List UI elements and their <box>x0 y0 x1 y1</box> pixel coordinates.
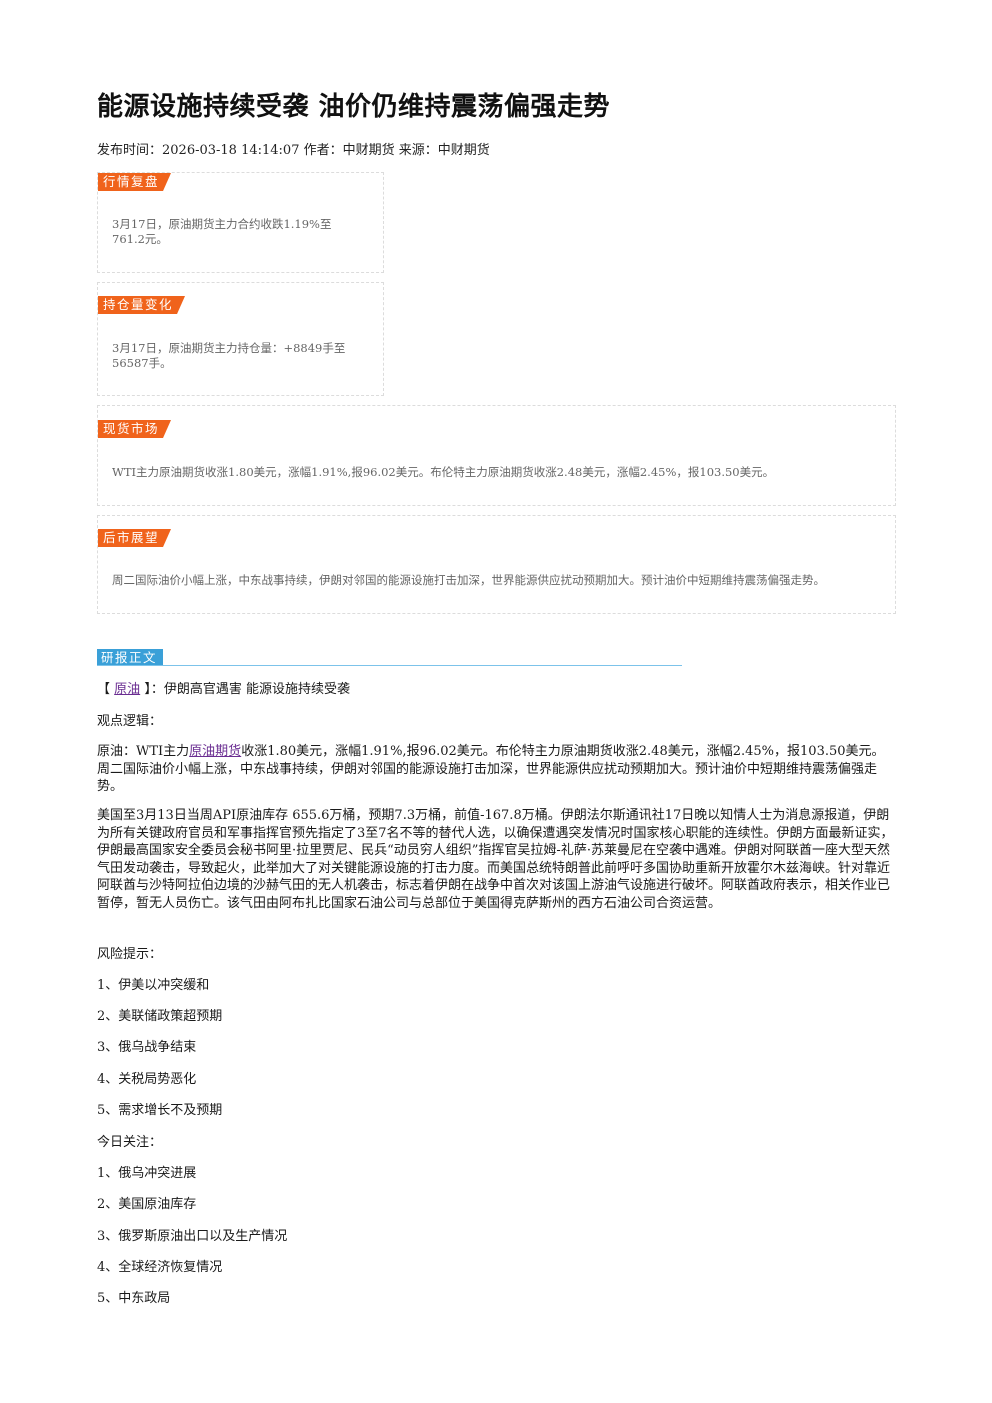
market-review-box: 行情复盘 3月17日，原油期货主力合约收跌1.19%至761.2元。 <box>97 172 384 273</box>
spot-market-box: 现货市场 WTI主力原油期货收涨1.80美元，涨幅1.91%,报96.02美元。… <box>97 405 896 506</box>
risk-item: 2、美联储政策超预期 <box>97 1009 223 1024</box>
risk-item: 3、俄乌战争结束 <box>97 1040 197 1055</box>
focus-item: 2、美国原油库存 <box>97 1197 197 1212</box>
focus-item: 3、俄罗斯原油出口以及生产情况 <box>97 1229 288 1244</box>
spot-market-text: WTI主力原油期货收涨1.80美元，涨幅1.91%,报96.02美元。布伦特主力… <box>112 465 775 479</box>
crude-oil-link[interactable]: 原油 <box>114 682 141 697</box>
report-section-divider <box>97 665 682 666</box>
risk-item: 4、关税局势恶化 <box>97 1072 197 1087</box>
report-paragraph-2: 美国至3月13日当周API原油库存 655.6万桶，预期7.3万桶，前值-167… <box>97 808 894 911</box>
spot-market-tag: 现货市场 <box>98 420 171 438</box>
article-meta: 发布时间：2026-03-18 14:14:07 作者：中财期货 来源：中财期货 <box>97 143 490 158</box>
open-interest-text: 3月17日，原油期货主力持仓量：+8849手至56587手。 <box>112 341 346 370</box>
report-paragraph-1: 原油：WTI主力原油期货收涨1.80美元，涨幅1.91%,报96.02美元。布伦… <box>97 744 885 794</box>
report-section-tag: 研报正文 <box>97 649 164 666</box>
page-title: 能源设施持续受袭 油价仍维持震荡偏强走势 <box>97 92 611 122</box>
outlook-box: 后市展望 周二国际油价小幅上涨，中东战事持续，伊朗对邻国的能源设施打击加深，世界… <box>97 515 896 614</box>
report-headline: 【 原油 】：伊朗高官遇害 能源设施持续受袭 <box>97 682 350 697</box>
risk-label: 风险提示： <box>97 947 163 962</box>
market-review-text: 3月17日，原油期货主力合约收跌1.19%至761.2元。 <box>112 217 332 246</box>
risk-item: 5、需求增长不及预期 <box>97 1103 223 1118</box>
focus-item: 5、中东政局 <box>97 1291 171 1306</box>
focus-item: 1、俄乌冲突进展 <box>97 1166 197 1181</box>
logic-label: 观点逻辑： <box>97 714 163 729</box>
open-interest-box: 持仓量变化 3月17日，原油期货主力持仓量：+8849手至56587手。 <box>97 282 384 396</box>
market-review-tag: 行情复盘 <box>98 173 171 191</box>
open-interest-tag: 持仓量变化 <box>98 296 185 314</box>
crude-futures-link[interactable]: 原油期货 <box>189 744 242 759</box>
focus-label: 今日关注： <box>97 1135 163 1150</box>
outlook-tag: 后市展望 <box>98 529 171 547</box>
focus-item: 4、全球经济恢复情况 <box>97 1260 223 1275</box>
risk-item: 1、伊美以冲突缓和 <box>97 978 210 993</box>
outlook-text: 周二国际油价小幅上涨，中东战事持续，伊朗对邻国的能源设施打击加深，世界能源供应扰… <box>112 573 825 587</box>
report-section-header: 研报正文 <box>97 649 682 667</box>
